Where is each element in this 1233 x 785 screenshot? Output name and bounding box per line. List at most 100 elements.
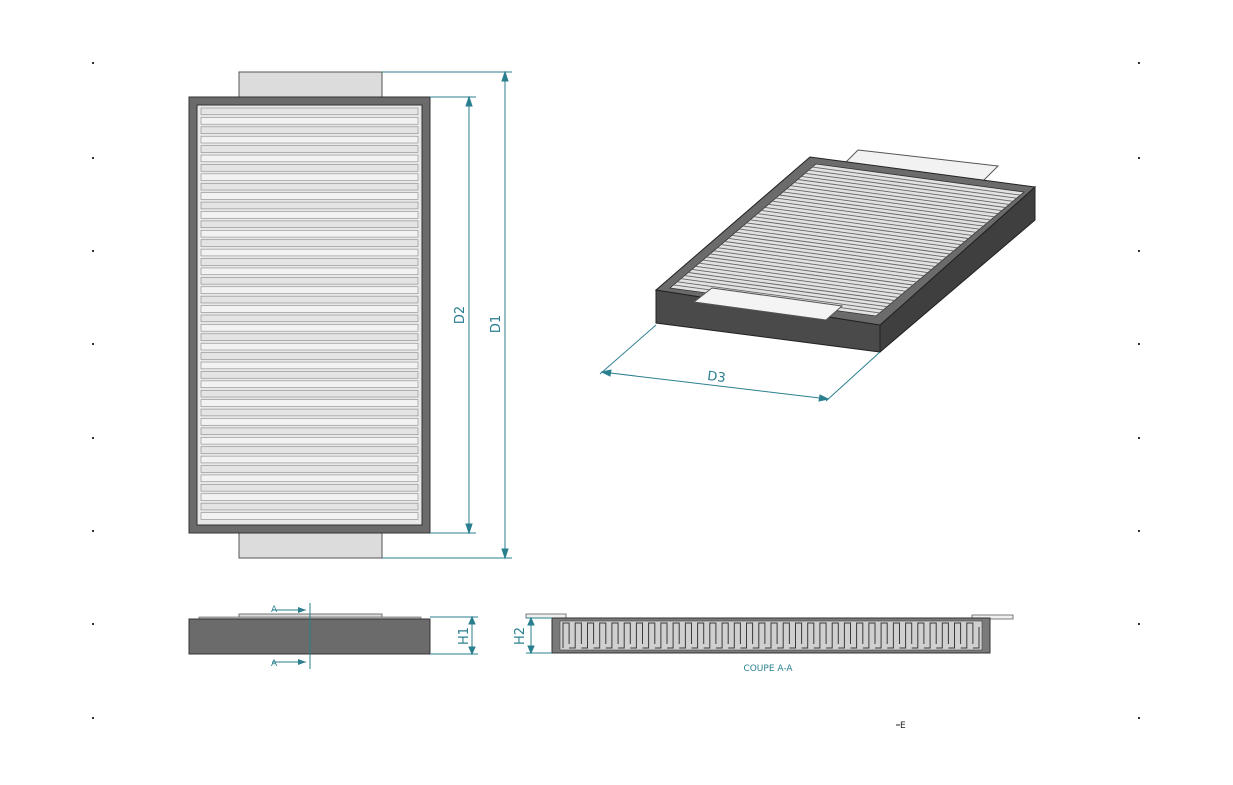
front-pleat <box>200 192 419 200</box>
front-pleat <box>200 352 419 360</box>
front-pleat <box>200 493 419 501</box>
front-pleat <box>200 408 419 417</box>
iso-pleat-line <box>801 175 1010 205</box>
iso-pleat-line <box>812 166 1021 196</box>
iso-pleat-line <box>695 265 902 295</box>
front-pleat <box>200 248 419 257</box>
front-pleat <box>200 474 419 483</box>
front-pleat <box>200 437 419 445</box>
h1-label: H1 <box>457 627 472 645</box>
iso-pleat-line <box>684 275 891 305</box>
corner-mark: E <box>900 721 906 731</box>
iso-pleat-line <box>735 231 943 261</box>
iso-pleat-line <box>768 203 976 233</box>
iso-pleat-line <box>746 222 954 252</box>
iso-pleat-line <box>717 247 925 277</box>
dimension-h1 <box>430 615 478 656</box>
iso-pleat-line <box>804 172 1013 202</box>
front-pleat <box>200 211 419 219</box>
front-pleat <box>200 220 419 228</box>
front-pleat <box>200 145 419 153</box>
front-pleat <box>200 286 419 294</box>
dimension-d1 <box>382 70 512 560</box>
dimension-h2 <box>526 616 552 655</box>
front-pleats <box>200 107 419 520</box>
front-pleat <box>200 267 419 276</box>
iso-pleat-line <box>783 191 991 221</box>
section-marker-bottom: A <box>271 659 278 669</box>
section-title: COUPE A-A <box>743 664 793 674</box>
iso-pleat-line <box>786 188 995 218</box>
iso-pleat-line <box>739 228 947 258</box>
iso-pleat-line <box>753 216 962 246</box>
iso-pleat-line <box>790 185 999 215</box>
iso-pleat-line <box>688 272 895 301</box>
front-pleat <box>200 314 419 323</box>
iso-pleat-line <box>764 206 973 236</box>
iso-pleat-line <box>724 241 932 270</box>
dimension-d3 <box>599 324 881 402</box>
front-pleat <box>200 277 419 285</box>
front-pleat <box>200 201 419 210</box>
front-pleat <box>200 502 419 511</box>
iso-pleat-line <box>710 253 917 283</box>
iso-pleat-line <box>706 256 914 286</box>
iso-pleats <box>673 166 1021 314</box>
iso-pleat-line <box>772 200 980 230</box>
front-pleat <box>200 239 419 247</box>
iso-pleat-line <box>808 169 1017 199</box>
iso-pleat-line <box>677 281 884 311</box>
d1-label: D1 <box>489 315 504 333</box>
front-pleat <box>200 342 419 351</box>
iso-pleat-line <box>794 182 1002 212</box>
iso-pleat-line <box>750 219 958 249</box>
section-marker-top: A <box>271 605 278 615</box>
iso-pleat-line <box>702 259 910 289</box>
front-pleat <box>200 389 419 398</box>
iso-pleat-line <box>680 278 888 308</box>
iso-pleat-line <box>742 225 951 255</box>
front-pleat <box>200 164 419 172</box>
section-left-tab <box>525 613 567 619</box>
front-pleat <box>200 258 419 266</box>
front-pleat <box>200 117 419 125</box>
iso-pleat-line <box>779 194 988 224</box>
front-pleat <box>200 173 419 181</box>
front-pleat <box>200 361 419 370</box>
front-pleat <box>200 371 419 379</box>
front-pleat <box>200 380 419 388</box>
front-pleat <box>200 455 419 464</box>
iso-pleat-line <box>721 244 928 274</box>
front-view <box>188 71 431 559</box>
iso-pleat-line <box>797 179 1006 208</box>
iso-pleat-line <box>728 237 936 267</box>
bottom-tab <box>238 531 383 559</box>
front-pleat <box>200 154 419 163</box>
dimension-d2 <box>430 95 476 535</box>
front-pleat <box>200 230 419 238</box>
front-pleat <box>200 305 419 313</box>
iso-pleat-line <box>691 268 899 298</box>
front-pleat <box>200 446 419 454</box>
section-view <box>525 613 1014 654</box>
iso-pleat-line <box>775 197 984 227</box>
top-tab <box>238 71 383 99</box>
isometric-view <box>654 149 1037 354</box>
d3-label: D3 <box>706 369 726 386</box>
front-pleat <box>200 418 419 426</box>
front-pleat <box>200 512 419 520</box>
iso-front-tab <box>692 287 844 321</box>
side-view <box>188 603 431 669</box>
front-pleat <box>200 182 419 191</box>
iso-pleat-line <box>757 213 965 243</box>
h2-label: H2 <box>513 627 528 645</box>
iso-pleat-line <box>699 262 906 292</box>
front-pleat <box>200 333 419 341</box>
iso-pleat-line <box>731 234 939 264</box>
front-pleat <box>200 465 419 473</box>
front-pleat <box>200 324 419 332</box>
iso-pleat-line <box>761 210 969 239</box>
sheet-border-ticks <box>92 62 1140 719</box>
front-pleat <box>200 126 419 134</box>
